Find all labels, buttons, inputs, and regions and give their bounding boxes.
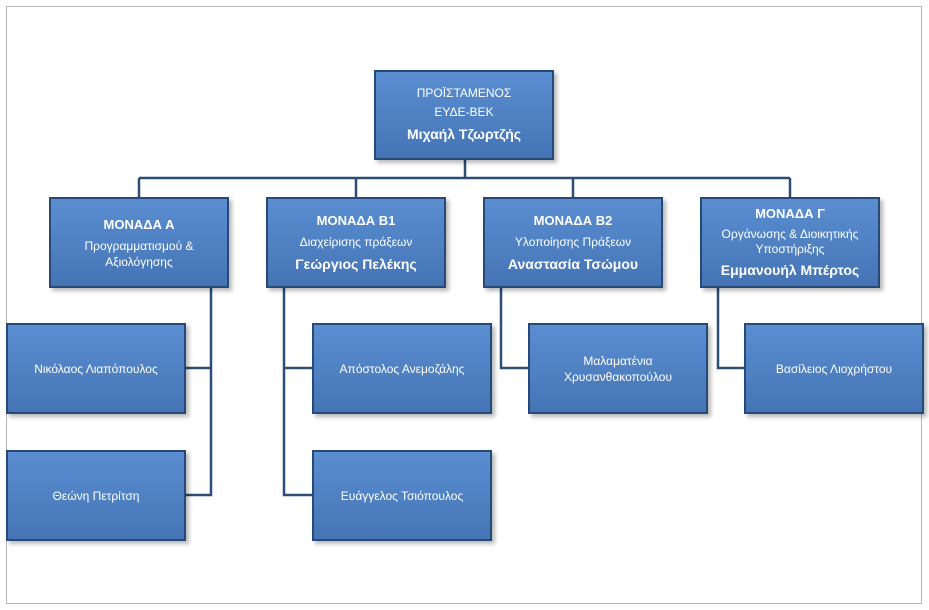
staff-g-1-name: Βασίλειος Λιοχρήστου <box>775 361 893 376</box>
staff-a-1: Νικόλαος Λιαπόπουλος <box>6 323 186 414</box>
unit-b2-box: ΜΟΝΑΔΑ Β2 Υλοποίησης Πράξεων Αναστασία Τ… <box>483 197 663 288</box>
unit-a-title: ΜΟΝΑΔΑ Α <box>103 216 175 232</box>
staff-a-1-name: Νικόλαος Λιαπόπουλος <box>34 361 158 376</box>
unit-g-title: ΜΟΝΑΔΑ Γ <box>755 206 825 221</box>
unit-b2-title: ΜΟΝΑΔΑ Β2 <box>533 212 613 228</box>
head-box: ΠΡΟΪΣΤΑΜΕΝΟΣ ΕΥΔΕ-ΒΕΚ Μιχαήλ Τζωρτζής <box>374 70 554 160</box>
staff-b1-1: Απόστολος Ανεμοζάλης <box>312 323 492 414</box>
staff-b2-1-name-line1: Μαλαματένια <box>583 353 653 368</box>
unit-b1-head: Γεώργιος Πελέκης <box>295 255 417 272</box>
staff-b1-1-name: Απόστολος Ανεμοζάλης <box>339 361 465 376</box>
unit-g-desc: Οργάνωσης & Διοικητικής <box>721 227 859 241</box>
staff-b1-2-name: Ευάγγελος Τσιόπουλος <box>340 488 464 503</box>
connector-b1-staff <box>282 288 312 497</box>
staff-b2-1-name-line2: Χρυσανθακοπούλου <box>563 369 673 384</box>
unit-b1-desc: Διαχείρισης πράξεων <box>299 234 413 249</box>
connector-g-staff <box>716 288 744 370</box>
connector-a-staff <box>186 288 213 497</box>
unit-b1-title: ΜΟΝΑΔΑ Β1 <box>316 212 396 228</box>
staff-b1-2: Ευάγγελος Τσιόπουλος <box>312 450 492 541</box>
unit-a-box: ΜΟΝΑΔΑ Α Προγραμματισμού & Αξιολόγησης <box>49 197 229 288</box>
unit-a-desc2: Αξιολόγησης <box>105 254 173 269</box>
unit-b2-desc: Υλοποίησης Πράξεων <box>514 234 632 249</box>
staff-g-1: Βασίλειος Λιοχρήστου <box>744 323 924 414</box>
unit-b2-head: Αναστασία Τσώμου <box>507 255 639 272</box>
staff-a-2: Θεώνη Πετρίτση <box>6 450 186 541</box>
connector-b2-staff <box>499 288 528 370</box>
head-title: ΠΡΟΪΣΤΑΜΕΝΟΣ <box>416 86 512 100</box>
unit-g-box: ΜΟΝΑΔΑ Γ Οργάνωσης & Διοικητικής Υποστήρ… <box>700 197 880 288</box>
staff-b2-1: Μαλαματένια Χρυσανθακοπούλου <box>528 323 708 414</box>
head-subtitle: ΕΥΔΕ-ΒΕΚ <box>434 105 494 119</box>
head-name: Μιχαήλ Τζωρτζής <box>406 126 522 142</box>
staff-a-2-name: Θεώνη Πετρίτση <box>52 488 140 503</box>
unit-b1-box: ΜΟΝΑΔΑ Β1 Διαχείρισης πράξεων Γεώργιος Π… <box>266 197 446 288</box>
unit-g-head: Εμμανουήλ Μπέρτος <box>720 262 860 278</box>
unit-g-desc2: Υποστήριξης <box>755 242 825 256</box>
unit-a-desc: Προγραμματισμού & <box>84 238 194 253</box>
